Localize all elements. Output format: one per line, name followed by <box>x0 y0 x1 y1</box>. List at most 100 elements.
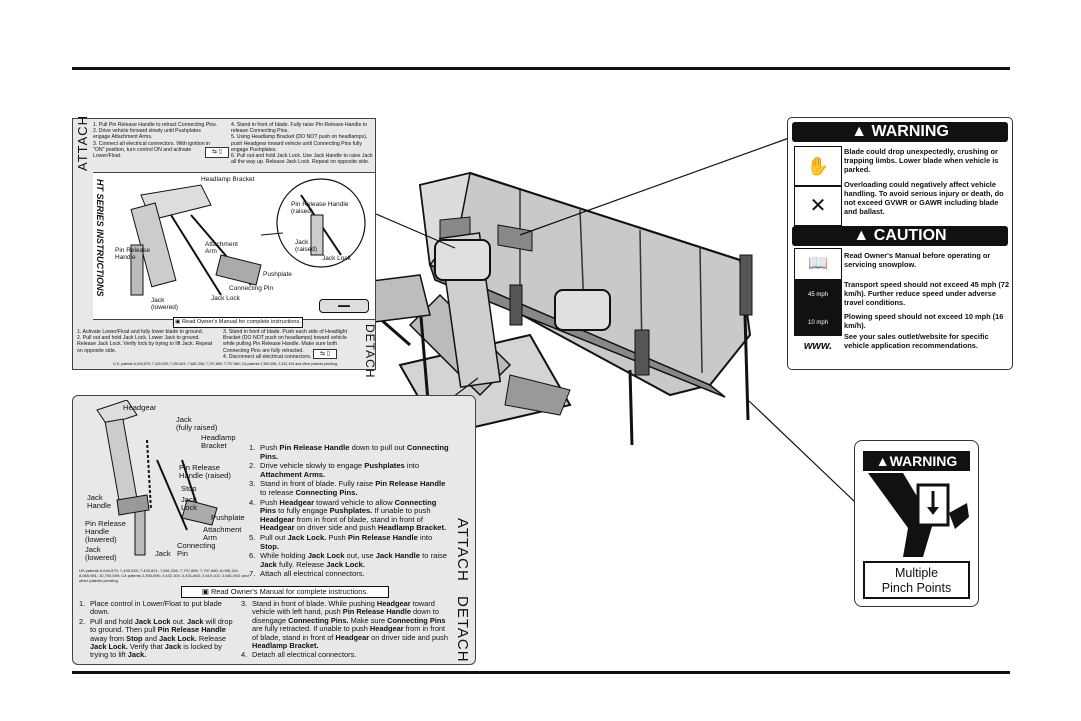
instruction-step: 5. Pull out Jack Lock. Push Pin Release H… <box>249 532 449 551</box>
label-jack: Jack <box>155 549 171 558</box>
label-pin-release-handle-raised: Pin Release Handle (raised) <box>179 463 231 481</box>
warning-triangle-icon: ▲ <box>875 453 890 469</box>
step-text: Attach all electrical connectors. <box>260 569 365 579</box>
step-text: Pull and hold Jack Lock out. Jack will d… <box>90 616 233 660</box>
pinch-warning-title: WARNING <box>889 453 958 469</box>
attach-steps-bottom: 1. Push Pin Release Handle down to pull o… <box>249 443 449 580</box>
caution-triangle-icon: ▲ <box>853 227 870 244</box>
transport-speed-icon: 45 mph <box>794 280 842 310</box>
bottom-diagram-drawing <box>96 400 218 556</box>
www-icon: www. <box>803 340 833 352</box>
instruction-step: 2. Pull and hold Jack Lock out. Jack will… <box>79 616 235 660</box>
step-text: Drive vehicle slowly to engage Pushplate… <box>260 461 420 479</box>
patents-bottom: US patents 6,044,579; 7,430,039; 7,430,8… <box>79 568 249 583</box>
crush-hazard-icon: ✋ <box>794 146 842 186</box>
warning-item: Overloading could negatively affect vehi… <box>844 180 1004 216</box>
manual-note-text: Read Owner's Manual for complete instruc… <box>210 587 369 596</box>
caution-item: Transport speed should not exceed 45 mph… <box>844 280 1010 307</box>
detach-side-label-bottom: DETACH <box>454 596 471 663</box>
label-jack-fully-raised: Jack (fully raised) <box>176 415 218 433</box>
detach-steps-right: 3. Stand in front of blade. Push each si… <box>223 329 353 360</box>
instruction-step: 4. Push Headgear toward vehicle to allow … <box>249 497 449 533</box>
label-headlamp-bracket: Headlamp Bracket <box>201 176 255 183</box>
attach-step: 4. Stand in front of blade. Fully raise … <box>231 122 368 135</box>
attach-step: 2. Drive vehicle forward slowly until Pu… <box>93 128 201 141</box>
label-headlamp-bracket: Headlamp Bracket <box>201 433 236 451</box>
step-number: 2. <box>79 616 86 626</box>
overload-hazard-icon: ✕ <box>794 186 842 226</box>
instruction-step: 1. Push Pin Release Handle down to pull o… <box>249 443 449 461</box>
pinch-point-decal: ▲WARNING Multiple Pinch Points <box>854 440 979 607</box>
top-rule <box>72 67 1010 70</box>
detach-step: 1. Activate Lower/Float and fully lower … <box>77 329 204 335</box>
label-attachment-arm: Attachment Arm <box>203 525 242 543</box>
attach-steps-right: 4. Stand in front of blade. Fully raise … <box>231 122 375 165</box>
label-jack-handle: Jack Handle <box>87 493 112 511</box>
step-number: 3. <box>241 599 248 608</box>
attach-step: 1. Pull Pin Release Handle to retract Co… <box>93 122 218 128</box>
manual-note-text: Read Owner's Manual for complete instruc… <box>181 319 301 325</box>
label-attachment-arm: Attachment Arm <box>205 241 238 255</box>
step-text: Push Headgear toward vehicle to allow Co… <box>260 497 447 533</box>
top-diagram-drawing <box>130 178 366 296</box>
step-number: 2. <box>249 461 256 471</box>
label-connecting-pin: Connecting Pin <box>177 541 216 559</box>
instruction-step: 2. Drive vehicle slowly to engage Pushpla… <box>249 461 449 479</box>
step-number: 3. <box>249 479 256 489</box>
detach-step: 4. Disconnect all electrical connectors. <box>223 353 312 360</box>
caution-title: CAUTION <box>873 227 947 244</box>
pinch-line2: Pinch Points <box>881 581 952 595</box>
step-text: While holding Jack Lock out, use Jack Ha… <box>260 551 448 569</box>
manual-note-top: ▣ Read Owner's Manual for complete instr… <box>173 317 303 328</box>
attach-side-label: ATTACH <box>75 114 90 171</box>
attach-step: 3. Connect all electrical connectors. Wi… <box>93 140 211 160</box>
label-pin-release-handle-lowered: Pin Release Handle (lowered) <box>85 519 126 545</box>
label-jack-lock: Jack Lock <box>181 495 198 513</box>
step-number: 6. <box>249 551 256 561</box>
instruction-step: 6. While holding Jack Lock out, use Jack … <box>249 551 449 569</box>
warning-title: WARNING <box>871 123 949 140</box>
warning-triangle-icon: ▲ <box>851 123 868 140</box>
instruction-step: 4.Detach all electrical connectors. <box>241 650 451 660</box>
label-pushplate: Pushplate <box>263 271 292 278</box>
manual-icon: 📖 <box>794 248 842 280</box>
label-jack-lowered: Jack (lowered) <box>85 545 117 563</box>
instruction-step: 1.Place control in Lower/Float to put bl… <box>79 599 235 617</box>
detach-side-label: DETACH <box>363 324 377 379</box>
step-number: 4. <box>241 650 248 660</box>
caution-item: See your sales outlet/website for specif… <box>844 332 989 350</box>
pinch-line1: Multiple <box>894 566 939 580</box>
caution-header: ▲ CAUTION <box>792 226 1008 246</box>
detach-steps-right-bottom: 3. Stand in front of blade. While pushing… <box>241 599 451 661</box>
step-number: 5. <box>249 532 256 542</box>
bottom-rule <box>72 671 1010 674</box>
detach-steps-left-bottom: 1.Place control in Lower/Float to put bl… <box>79 599 235 661</box>
step-number: 1. <box>249 443 256 452</box>
attach-detach-decal-top: ATTACH 1. Pull Pin Release Handle to ret… <box>72 114 377 378</box>
step-number: 4. <box>249 497 256 507</box>
warning-header: ▲ WARNING <box>792 122 1008 142</box>
step-number: 1. <box>79 599 86 608</box>
step-number: 7. <box>249 569 256 579</box>
pinch-text-box: Multiple Pinch Points <box>863 561 970 599</box>
attach-step: 6. Pull out and hold Jack Lock. Use Jack… <box>231 153 373 166</box>
instruction-step: 7. Attach all electrical connectors. <box>249 570 449 579</box>
step-text: Stand in front of blade. Fully raise Pin… <box>260 479 446 497</box>
pinch-hand-icon <box>863 473 971 557</box>
book-icon: ▣ <box>175 319 182 325</box>
series-title: HT SERIES INSTRUCTIONS <box>95 179 105 297</box>
detach-step: 3. Stand in front of blade. Push each si… <box>223 329 348 354</box>
label-jack-lock-2: Jack Lock <box>211 295 240 302</box>
label-headgear: Headgear <box>123 403 157 412</box>
label-jack-lock: Jack Lock <box>322 255 351 262</box>
step-text: Push Pin Release Handle down to pull out… <box>260 443 449 461</box>
label-jack-raised: Jack (raised) <box>295 239 318 253</box>
label-pin-release-handle-raised: Pin Release Handle (raised) <box>291 201 349 215</box>
step-text: Stand in front of blade. While pushing H… <box>252 599 448 651</box>
caution-item: Read Owner's Manual before operating or … <box>844 251 991 269</box>
label-connecting-pin: Connecting Pin <box>229 285 274 292</box>
step-text: Pull out Jack Lock. Push Pin Release Han… <box>260 532 433 551</box>
patents-top: U.S. patents 6,044,579; 7,430,039; 7,430… <box>113 362 338 366</box>
plowing-speed-icon: 10 mph <box>794 310 842 336</box>
caution-item: Plowing speed should not exceed 10 mph (… <box>844 312 1004 330</box>
